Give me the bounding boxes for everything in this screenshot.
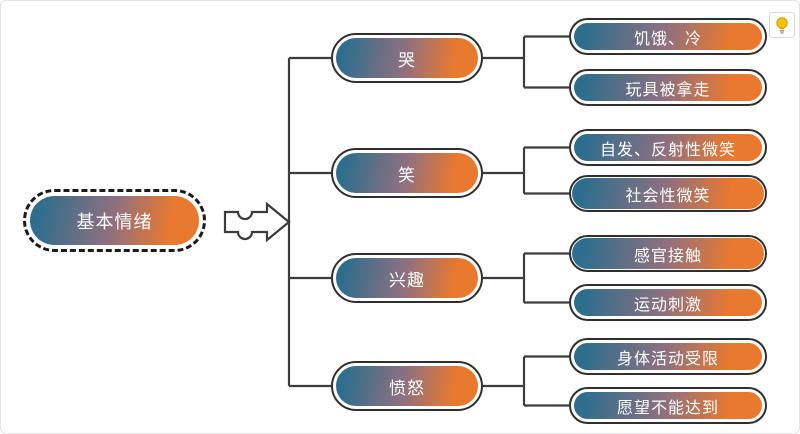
lightbulb-icon xyxy=(776,17,788,34)
hint-lightbulb-button[interactable] xyxy=(769,12,795,38)
root-node-label: 基本情绪 xyxy=(76,211,153,232)
leaf-node-label: 感官接触 xyxy=(633,247,702,265)
right-arrow-icon xyxy=(223,201,291,243)
root-node-pill: 基本情绪 xyxy=(30,196,199,245)
branch-node-label: 愤怒 xyxy=(389,378,425,398)
leaf-node-label: 饥饿、冷 xyxy=(633,30,702,48)
branch-node-interest[interactable]: 兴趣 xyxy=(331,253,483,303)
leaf-node-hunger-cold[interactable]: 饥饿、冷 xyxy=(569,18,767,55)
leaf-node-movement-restricted[interactable]: 身体活动受限 xyxy=(569,338,767,375)
leaf-node-reflexive-smile[interactable]: 自发、反射性微笑 xyxy=(569,129,767,166)
branch-node-laughing[interactable]: 笑 xyxy=(331,148,483,198)
branch-node-anger[interactable]: 愤怒 xyxy=(331,361,483,411)
leaf-node-sensory-contact[interactable]: 感官接触 xyxy=(569,235,767,272)
leaf-node-social-smile[interactable]: 社会性微笑 xyxy=(569,175,767,212)
root-node-basic-emotions[interactable]: 基本情绪 xyxy=(23,189,206,252)
branch-node-label: 哭 xyxy=(398,50,416,70)
leaf-node-label: 愿望不能达到 xyxy=(616,399,719,417)
leaf-node-toy-taken[interactable]: 玩具被拿走 xyxy=(569,69,767,106)
branch-node-crying[interactable]: 哭 xyxy=(331,33,483,83)
leaf-node-label: 自发、反射性微笑 xyxy=(599,141,736,159)
leaf-node-label: 玩具被拿走 xyxy=(625,81,711,99)
branch-node-label: 兴趣 xyxy=(389,270,425,290)
leaf-node-label: 社会性微笑 xyxy=(625,187,711,205)
branch-node-label: 笑 xyxy=(398,165,416,185)
leaf-node-label: 运动刺激 xyxy=(633,296,702,314)
leaf-node-motor-stimulation[interactable]: 运动刺激 xyxy=(569,284,767,321)
leaf-node-wish-unmet[interactable]: 愿望不能达到 xyxy=(569,387,767,424)
leaf-node-label: 身体活动受限 xyxy=(616,350,719,368)
